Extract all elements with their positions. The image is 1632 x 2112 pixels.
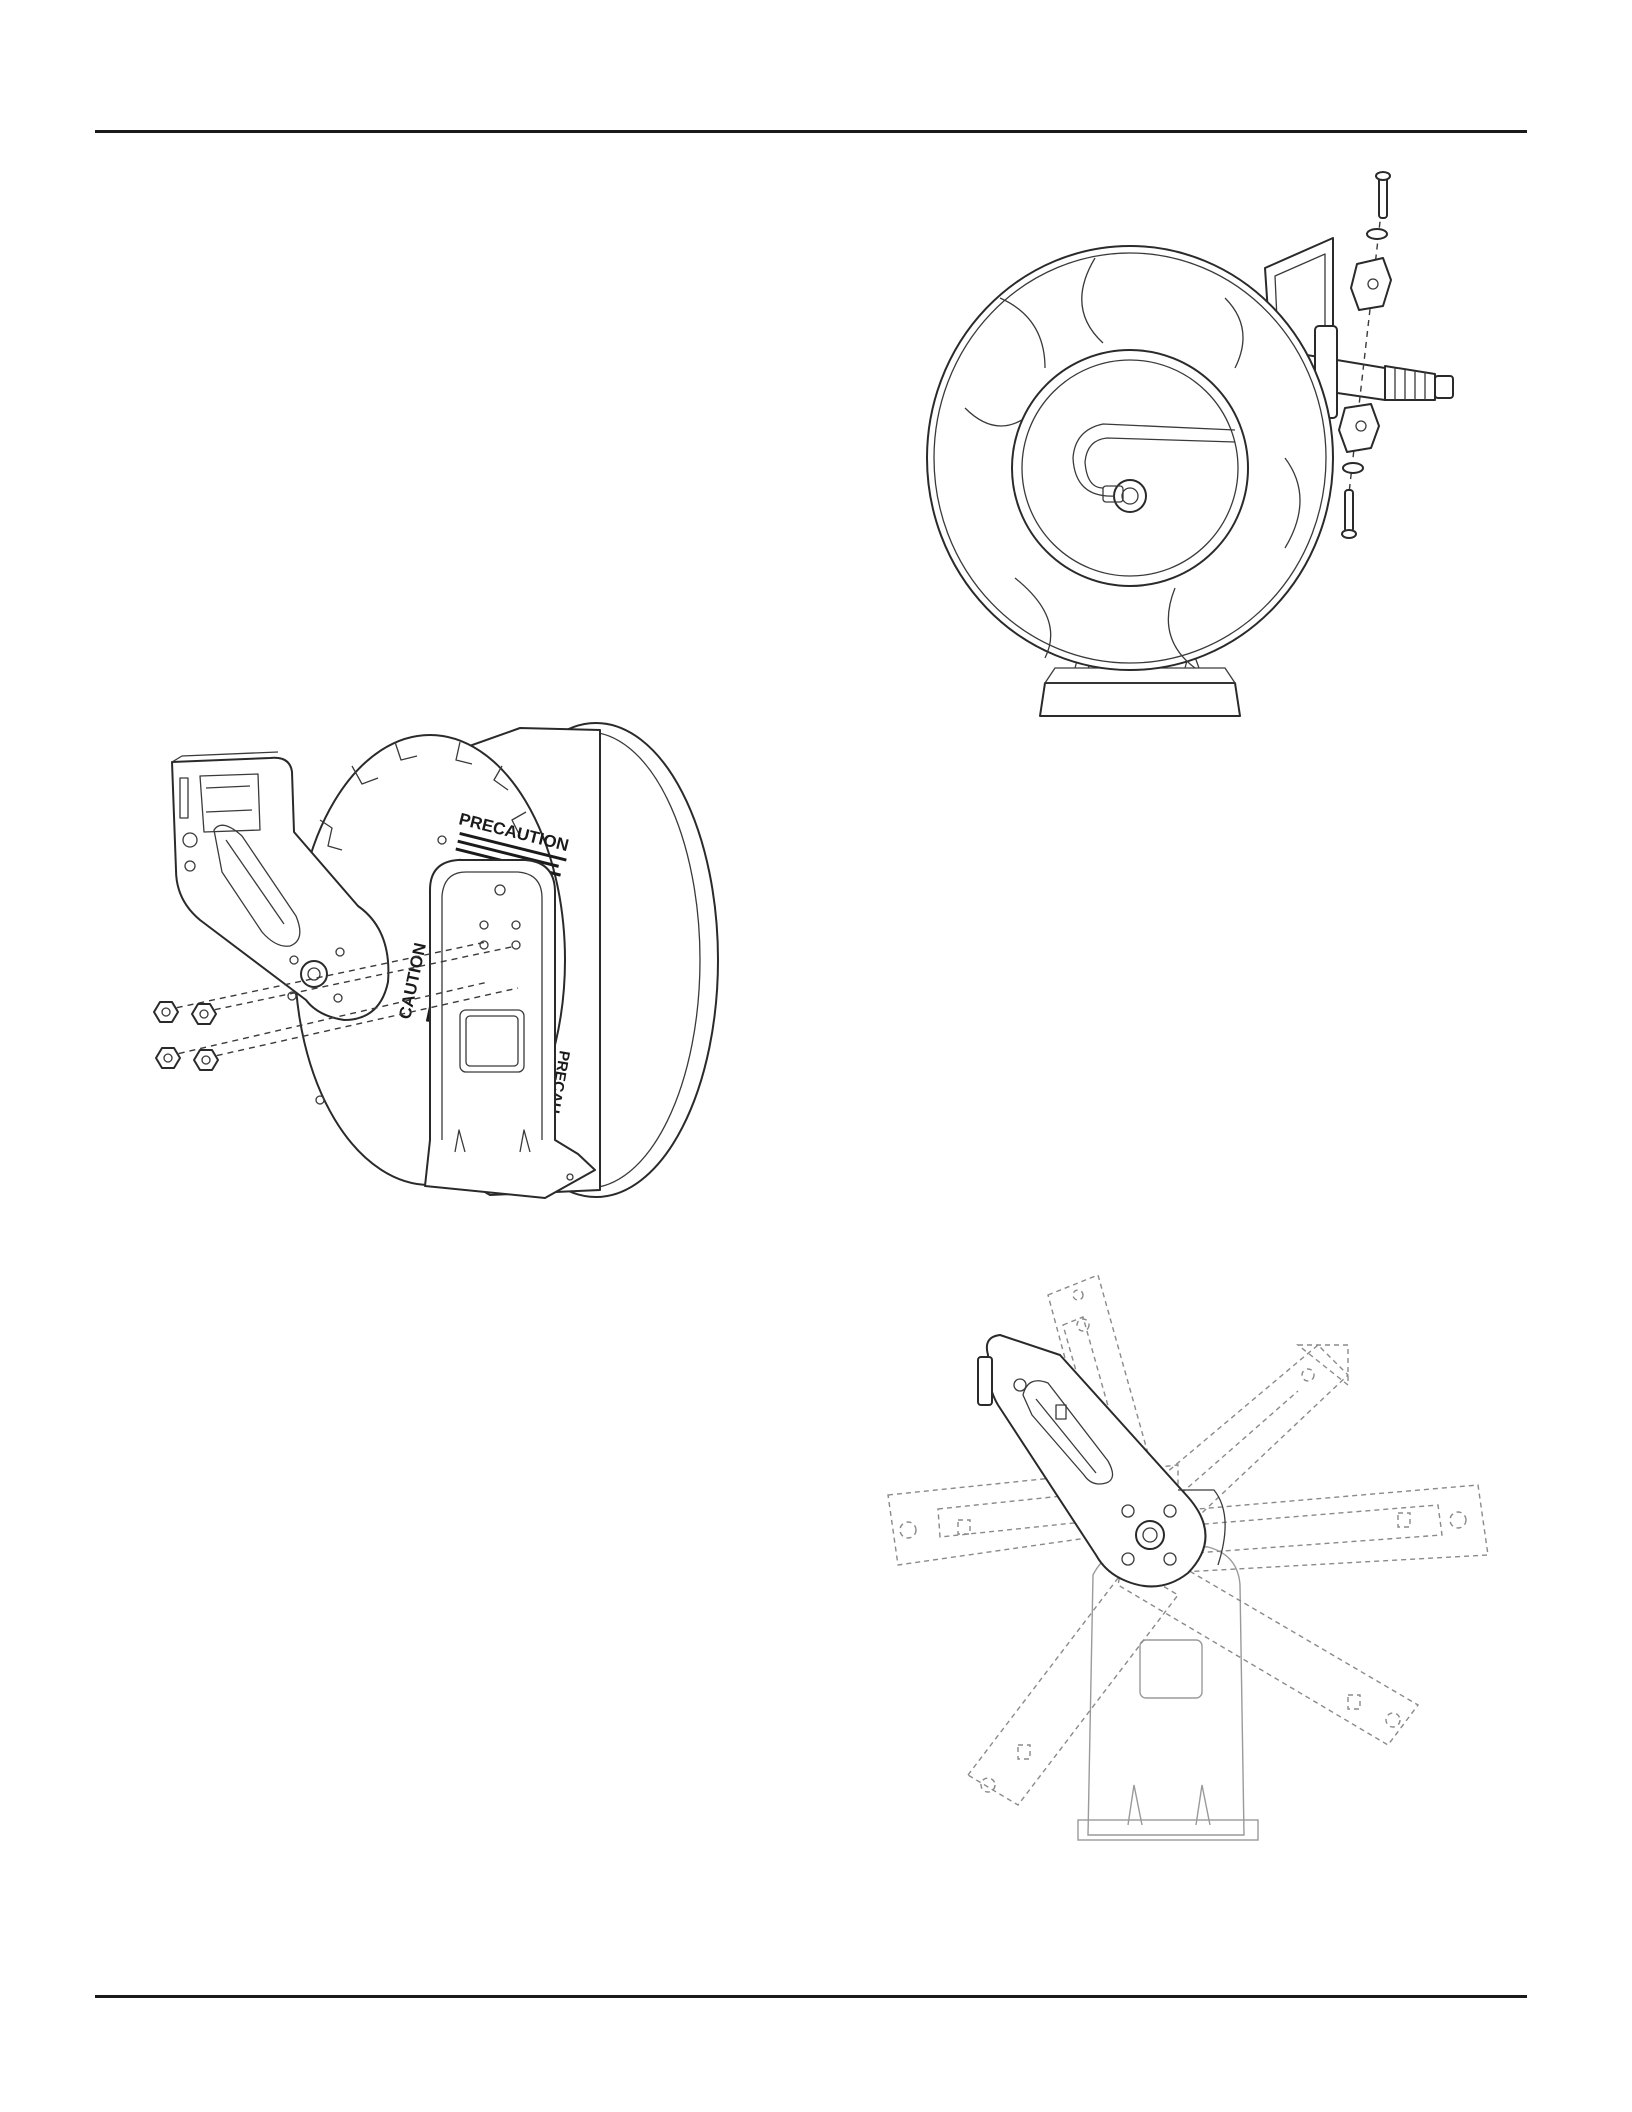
washer-bottom [1343,463,1363,473]
header-rule [95,130,1527,133]
clevis-pin-bottom [1342,490,1356,538]
footer-rule [95,1995,1527,1998]
arm-position-lower-left [968,1565,1178,1805]
guide-block-top [1351,258,1391,310]
arm-rotation-positions-figure [878,1265,1518,1845]
hex-nut [154,1002,178,1022]
reel-disc [927,246,1333,670]
hex-nut [156,1048,180,1068]
washer-top [1367,229,1387,239]
clevis-pin-top [1376,172,1390,218]
hex-nut [192,1004,216,1024]
reel-front-view-figure [935,168,1525,728]
bracket-mounting-figure: PRECAUTION CAUTION PRECAU [130,720,730,1210]
guide-block-bottom [1339,404,1379,452]
hex-nut [194,1050,218,1070]
